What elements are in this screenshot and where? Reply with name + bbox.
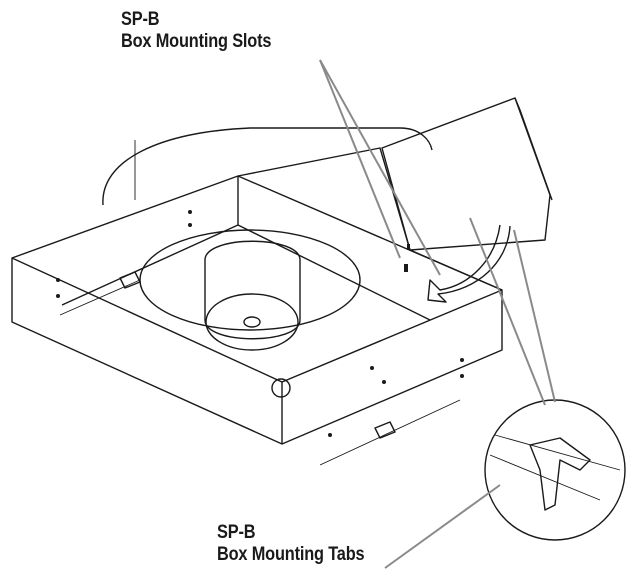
- callout-slots-line2: Box Mounting Slots: [121, 31, 272, 52]
- leader-line-tabs: [469, 217, 546, 406]
- screw-hole: [382, 380, 386, 384]
- leader-line-slots: [319, 59, 401, 259]
- housing-inner-flange: [59, 279, 461, 466]
- screw-hole: [460, 374, 464, 378]
- leader-line-slots: [319, 59, 441, 276]
- back-panel: [237, 147, 503, 291]
- leader-line-tabs: [513, 229, 556, 403]
- callout-box-mounting-slots: SP-B Box Mounting Slots: [121, 9, 271, 53]
- screw-hole: [56, 294, 60, 298]
- detail-tab-shape: [529, 437, 591, 511]
- screw-hole: [460, 358, 464, 362]
- screw-hole: [328, 433, 332, 437]
- callout-tabs-line2: Box Mounting Tabs: [217, 544, 365, 565]
- callout-box-mounting-tabs: SP-B Box Mounting Tabs: [217, 522, 365, 566]
- mounting-bracket: [119, 271, 141, 289]
- housing-box-outline: [11, 175, 503, 445]
- leader-line-tabs: [384, 484, 501, 569]
- grille-panel: [381, 97, 551, 251]
- motor-shaft: [243, 316, 261, 328]
- mounting-bracket: [374, 421, 396, 439]
- screw-hole: [370, 366, 374, 370]
- screw-hole: [188, 223, 192, 227]
- blower-wheel: [139, 229, 361, 331]
- motor-body: [204, 240, 301, 340]
- motor-end-cap: [205, 293, 299, 351]
- grille-panel-lip: [514, 97, 553, 201]
- screw-hole: [188, 210, 192, 214]
- knockout-hole: [271, 378, 291, 398]
- callout-slots-line1: SP-B: [121, 9, 160, 30]
- callout-tabs-line1: SP-B: [217, 522, 256, 543]
- screw-hole: [56, 278, 60, 282]
- blower-scroll-housing: [102, 127, 433, 206]
- mounting-slot: [404, 264, 408, 272]
- detail-magnifier: [484, 399, 626, 541]
- detail-flange: [489, 434, 621, 501]
